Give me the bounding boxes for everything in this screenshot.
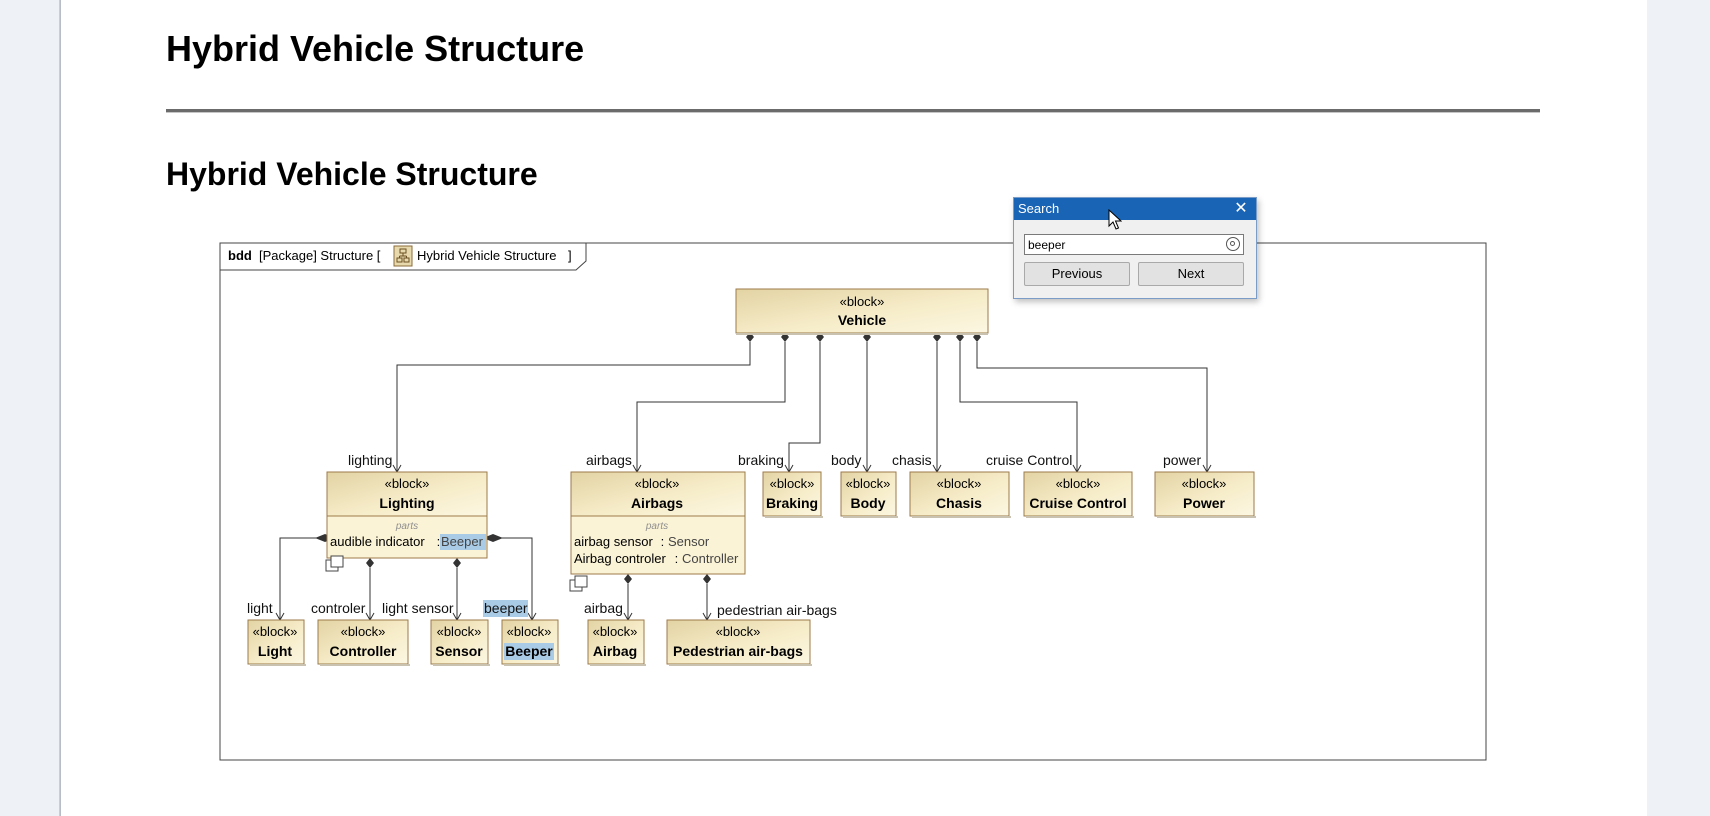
parts-label: parts	[395, 521, 418, 532]
next-button[interactable]: Next	[1138, 262, 1244, 286]
block-chasis[interactable]: «block» Chasis	[909, 471, 1011, 518]
frame-label-post: ]	[568, 248, 572, 263]
role-airbag: airbag	[584, 600, 623, 616]
role-chasis: chasis	[892, 452, 932, 468]
stereotype: «block»	[846, 476, 891, 491]
nested-diagram-icon[interactable]	[325, 555, 344, 572]
part-name: audible indicator	[330, 534, 425, 549]
frame-label-name: Hybrid Vehicle Structure	[417, 248, 556, 263]
block-name: Controller	[330, 643, 397, 659]
block-airbag[interactable]: «block» Airbag	[587, 619, 646, 666]
block-name: Pedestrian air-bags	[673, 643, 803, 659]
part-sep: :	[433, 534, 444, 549]
nested-diagram-icon[interactable]	[569, 575, 588, 592]
stereotype: «block»	[770, 476, 815, 491]
block-name: Light	[258, 643, 293, 659]
block-pedestrian-airbags[interactable]: «block» Pedestrian air-bags	[666, 619, 812, 666]
block-name: Power	[1183, 495, 1226, 511]
stereotype: «block»	[1182, 476, 1227, 491]
search-highlight	[504, 643, 554, 660]
role-airbags: airbags	[586, 452, 632, 468]
diagram-icon	[393, 245, 413, 267]
block-lighting[interactable]: «block» Lighting parts audible indicator…	[325, 471, 488, 572]
block-beeper[interactable]: «block» Beeper	[501, 619, 560, 666]
role-body: body	[831, 452, 861, 468]
stereotype: «block»	[716, 624, 761, 639]
block-name: Lighting	[379, 495, 434, 511]
parts-label: parts	[645, 521, 668, 532]
section-heading: Hybrid Vehicle Structure	[166, 156, 538, 192]
stereotype: «block»	[1056, 476, 1101, 491]
role-lighting: lighting	[348, 452, 392, 468]
block-power[interactable]: «block» Power	[1154, 471, 1256, 518]
search-field[interactable]	[1024, 234, 1244, 255]
search-title-bar[interactable]: Search ✕	[1014, 198, 1256, 220]
part-type: Controller	[682, 551, 739, 566]
frame-kind: bdd	[228, 248, 252, 263]
frame-label-pre: [Package] Structure [	[259, 248, 381, 263]
role-light-sensor: light sensor	[382, 600, 454, 616]
close-icon[interactable]: ✕	[1234, 200, 1248, 217]
stereotype: «block»	[385, 476, 430, 491]
left-margin	[0, 0, 60, 816]
mouse-cursor-icon	[1108, 209, 1122, 230]
search-title: Search	[1018, 201, 1060, 216]
block-light[interactable]: «block» Light	[247, 619, 306, 666]
search-options-icon[interactable]	[1226, 237, 1240, 251]
role-cruise-control: cruise Control	[986, 452, 1072, 468]
stereotype: «block»	[635, 476, 680, 491]
part-sep: :	[657, 534, 668, 549]
role-power: power	[1163, 452, 1201, 468]
stereotype: «block»	[507, 624, 552, 639]
block-name: Body	[851, 495, 886, 511]
search-dialog: Search ✕ Previous Next	[1013, 197, 1257, 299]
block-name: Beeper	[505, 643, 553, 659]
part-type: Sensor	[668, 534, 710, 549]
scrollbar-area[interactable]	[1647, 0, 1710, 816]
role-controler: controler	[311, 600, 366, 616]
block-body[interactable]: «block» Body	[840, 471, 898, 518]
block-name: Cruise Control	[1029, 495, 1126, 511]
block-vehicle[interactable]: «block» Vehicle	[735, 288, 989, 335]
stereotype: «block»	[937, 476, 982, 491]
stereotype: «block»	[253, 624, 298, 639]
block-name: Vehicle	[838, 312, 886, 328]
role-pedestrian-airbags: pedestrian air-bags	[717, 602, 837, 618]
stereotype: «block»	[341, 624, 386, 639]
role-braking: braking	[738, 452, 784, 468]
block-cruise-control[interactable]: «block» Cruise Control	[1023, 471, 1134, 518]
document-title: Hybrid Vehicle Structure	[166, 28, 585, 69]
block-name: Airbags	[631, 495, 683, 511]
part-type-highlight	[440, 534, 486, 550]
previous-button[interactable]: Previous	[1024, 262, 1130, 286]
stereotype: «block»	[437, 624, 482, 639]
block-name: Chasis	[936, 495, 982, 511]
block-braking[interactable]: «block» Braking	[762, 471, 823, 518]
part-sep: :	[671, 551, 682, 566]
part-name: airbag sensor	[574, 534, 653, 549]
role-light: light	[247, 600, 273, 616]
part-name: Airbag controler	[574, 551, 666, 566]
block-name: Braking	[766, 495, 818, 511]
role-beeper-highlight	[483, 600, 528, 617]
stereotype: «block»	[593, 624, 638, 639]
block-airbags[interactable]: «block» Airbags parts airbag sensor : Se…	[569, 471, 746, 592]
block-name: Sensor	[435, 643, 483, 659]
composition-connectors	[279, 342, 1208, 619]
block-controller[interactable]: «block» Controller	[317, 619, 410, 666]
block-sensor[interactable]: «block» Sensor	[430, 619, 490, 666]
role-beeper: beeper	[484, 600, 528, 616]
search-input[interactable]	[1025, 235, 1221, 254]
title-divider	[166, 109, 1540, 113]
part-type: Beeper	[441, 534, 484, 549]
stereotype: «block»	[840, 294, 885, 309]
block-name: Airbag	[593, 643, 637, 659]
